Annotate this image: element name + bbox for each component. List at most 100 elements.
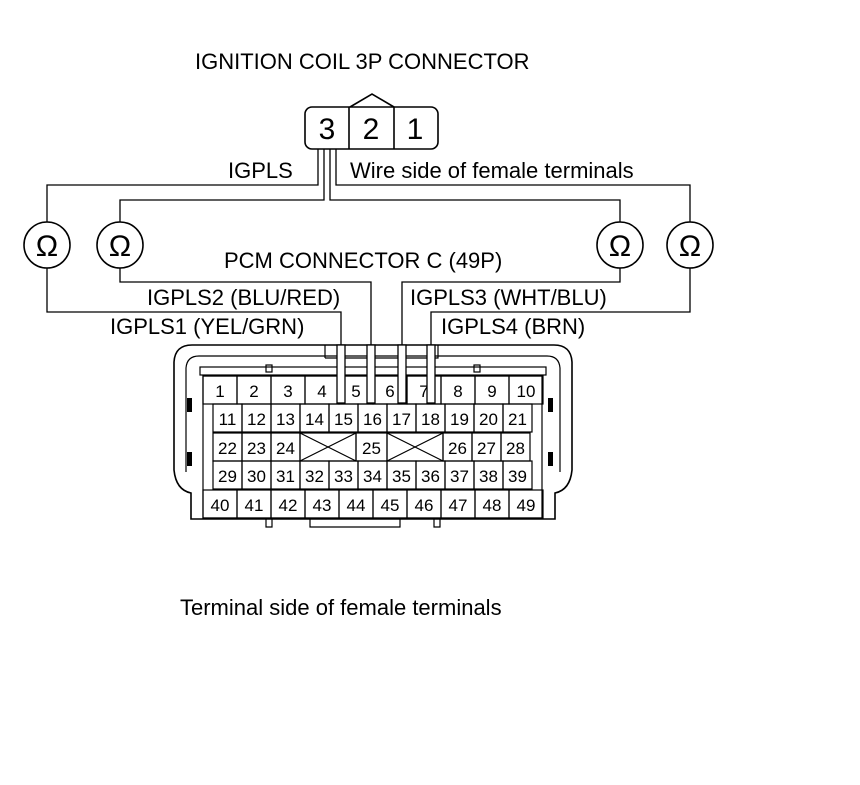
ohm-icon: Ω bbox=[609, 230, 631, 263]
pcm-lock-tab bbox=[187, 398, 192, 412]
pcm-pin-number: 36 bbox=[421, 467, 440, 486]
ohmmeter-3: Ω bbox=[596, 221, 644, 269]
pcm-pin-number: 19 bbox=[450, 410, 469, 429]
pcm-pin-number: 35 bbox=[392, 467, 411, 486]
pcm-pin-number: 9 bbox=[487, 382, 496, 401]
pcm-pin-number: 8 bbox=[453, 382, 462, 401]
pcm-lock-tab bbox=[548, 398, 553, 412]
pcm-pin-number: 15 bbox=[334, 410, 353, 429]
pcm-pin-number: 3 bbox=[283, 382, 292, 401]
wire-outer-left bbox=[46, 149, 319, 222]
wire-igpls2 bbox=[119, 268, 372, 402]
coil-pin-1: 1 bbox=[407, 113, 424, 146]
ohm-icon: Ω bbox=[36, 230, 58, 263]
pcm-pin-number: 32 bbox=[305, 467, 324, 486]
wire-entry-box bbox=[426, 344, 436, 404]
pcm-lock-tab bbox=[187, 452, 192, 466]
pcm-pin-number: 23 bbox=[247, 439, 266, 458]
pcm-pin-number: 4 bbox=[317, 382, 326, 401]
ohmmeter-2: Ω bbox=[96, 221, 144, 269]
pcm-latch bbox=[324, 345, 439, 359]
pcm-pin-number: 41 bbox=[245, 496, 264, 515]
igpls1-label: IGPLS1 (YEL/GRN) bbox=[110, 314, 304, 339]
pcm-pin-number: 34 bbox=[363, 467, 382, 486]
ohmmeter-4: Ω bbox=[666, 221, 714, 269]
pcm-pin-number: 45 bbox=[381, 496, 400, 515]
coil-connector-key bbox=[349, 93, 395, 108]
pcm-bottom-foot bbox=[265, 519, 441, 528]
pcm-pin-number: 39 bbox=[508, 467, 527, 486]
ohmmeter-1: Ω bbox=[23, 221, 71, 269]
wire-entry-box bbox=[397, 344, 407, 404]
coil-pin-3: 3 bbox=[319, 113, 336, 146]
pcm-pin-number: 43 bbox=[313, 496, 332, 515]
wire-inner-right bbox=[329, 149, 621, 222]
pcm-pin-number: 37 bbox=[450, 467, 469, 486]
ohm-icon: Ω bbox=[679, 230, 701, 263]
wire-outer-right bbox=[335, 149, 691, 222]
pcm-pin-number: 14 bbox=[305, 410, 324, 429]
coil-wires bbox=[46, 149, 691, 222]
pcm-pin-number: 38 bbox=[479, 467, 498, 486]
igpls3-label: IGPLS3 (WHT/BLU) bbox=[410, 285, 607, 310]
pcm-pin-number: 33 bbox=[334, 467, 353, 486]
pcm-pin-number: 11 bbox=[219, 410, 237, 429]
pcm-pin-cell bbox=[502, 403, 533, 433]
wire-igpls3 bbox=[401, 268, 621, 402]
pcm-lock-tab bbox=[548, 452, 553, 466]
pcm-pin-number: 7 bbox=[419, 382, 428, 401]
pcm-pin-number: 31 bbox=[276, 467, 295, 486]
ohm-icon: Ω bbox=[109, 230, 131, 263]
pcm-pin-number: 13 bbox=[276, 410, 295, 429]
pcm-pin-number: 10 bbox=[517, 382, 536, 401]
coil-connector-title: IGNITION COIL 3P CONNECTOR bbox=[195, 49, 530, 74]
pcm-pin-number: 24 bbox=[276, 439, 295, 458]
pcm-pin-number: 5 bbox=[351, 382, 360, 401]
igpls4-label: IGPLS4 (BRN) bbox=[441, 314, 585, 339]
pcm-pin-number: 28 bbox=[506, 439, 525, 458]
pcm-pin-number: 17 bbox=[392, 410, 411, 429]
wire-side-label: Wire side of female terminals bbox=[350, 158, 634, 183]
pcm-pin-number: 2 bbox=[249, 382, 258, 401]
pcm-pin-number: 48 bbox=[483, 496, 502, 515]
pcm-pin-cell bbox=[508, 489, 544, 519]
pcm-connector-title: PCM CONNECTOR C (49P) bbox=[224, 248, 502, 273]
pcm-pin-number: 30 bbox=[247, 467, 266, 486]
pcm-pin-number: 20 bbox=[479, 410, 498, 429]
igpls-label: IGPLS bbox=[228, 158, 293, 183]
pcm-pin-number: 42 bbox=[279, 496, 298, 515]
pcm-pin-number: 44 bbox=[347, 496, 366, 515]
pcm-pin-number: 16 bbox=[363, 410, 382, 429]
wire-entry-box bbox=[336, 344, 346, 404]
pcm-pin-number: 25 bbox=[362, 439, 381, 458]
pcm-pin-number: 26 bbox=[448, 439, 467, 458]
pcm-pin-number: 49 bbox=[517, 496, 536, 515]
wire-entry-boxes bbox=[336, 344, 436, 404]
pcm-pin-number: 27 bbox=[477, 439, 496, 458]
pcm-housing-outer bbox=[173, 344, 573, 520]
pcm-blank-cross bbox=[299, 432, 357, 462]
pcm-pin-number: 46 bbox=[415, 496, 434, 515]
pcm-pin-number: 6 bbox=[385, 382, 394, 401]
pcm-pin-number: 22 bbox=[218, 439, 237, 458]
pcm-pin-number: 12 bbox=[247, 410, 266, 429]
igpls2-label: IGPLS2 (BLU/RED) bbox=[147, 285, 340, 310]
pcm-post bbox=[265, 364, 273, 373]
pcm-pin-cell bbox=[502, 460, 533, 490]
pcm-pin-number: 18 bbox=[421, 410, 440, 429]
pcm-pin-number: 40 bbox=[211, 496, 230, 515]
ignition-coil-connector: 3 2 1 bbox=[304, 93, 439, 150]
pcm-pin-number: 21 bbox=[508, 410, 527, 429]
pcm-pin-number: 47 bbox=[449, 496, 468, 515]
pcm-blank-cross bbox=[386, 432, 444, 462]
wire-inner-left bbox=[119, 149, 325, 222]
pcm-post bbox=[473, 364, 481, 373]
pcm-pin-number: 29 bbox=[218, 467, 237, 486]
coil-pin-2: 2 bbox=[363, 113, 380, 146]
wire-entry-box bbox=[366, 344, 376, 404]
coil-connector-body bbox=[304, 106, 439, 150]
terminal-side-label: Terminal side of female terminals bbox=[180, 595, 502, 620]
